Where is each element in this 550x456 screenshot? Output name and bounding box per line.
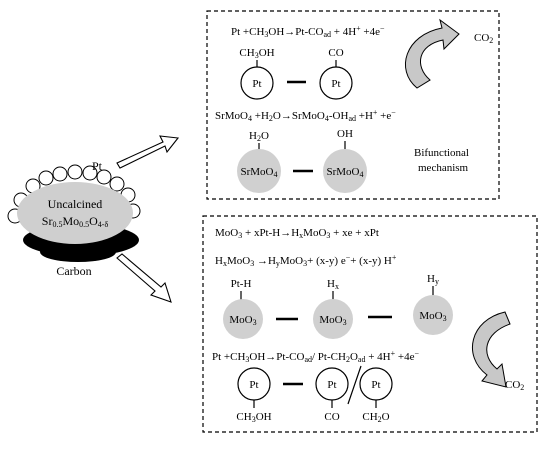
bifunctional-mechanism-box — [206, 10, 500, 200]
moo3-label-b: MoO3 — [319, 314, 346, 327]
mechanism-label-2: mechanism — [418, 162, 469, 174]
co2-label-top: CO2 — [474, 32, 493, 45]
co-label-bottom: CO — [324, 411, 339, 423]
catalyst-particle: Pt Uncalcined Sr0.5Mo0.5O4-δ Carbon — [7, 159, 141, 278]
pt-circle — [240, 66, 274, 100]
slash-divider — [347, 365, 362, 405]
mechanism-label-1: Bifunctional — [414, 147, 469, 159]
srmoo-support — [17, 182, 133, 244]
uncalcined-label: Uncalcined — [48, 197, 103, 211]
pt-nanoparticles — [7, 164, 141, 224]
srmoo4-label-a: SrMoO4 — [240, 166, 277, 179]
srmoo4-circle — [237, 149, 281, 193]
moo3-mechanism-box — [202, 215, 538, 433]
pt-label: Pt — [92, 159, 103, 173]
curved-arrow-bottom — [472, 311, 511, 388]
moo3-circle — [313, 299, 353, 339]
pt-label-e: Pt — [371, 379, 380, 391]
hx-label: Hx — [327, 278, 339, 291]
co2-label-bottom: CO2 — [505, 379, 524, 392]
ch2o-label: CH2O — [362, 411, 389, 424]
pt-circle — [319, 66, 353, 100]
curved-arrow-top — [404, 18, 460, 89]
pt-label-d: Pt — [327, 379, 336, 391]
srmoo4-label-b: SrMoO4 — [326, 166, 363, 179]
arrow-to-bottom-box — [116, 253, 172, 303]
moo3-label-c: MoO3 — [419, 310, 446, 323]
bottom-equation-3: Pt +CH3OH→Pt-COad/ Pt-CH2Oad + 4H+ +4e− — [212, 349, 419, 364]
carbon-support-lower — [40, 242, 116, 262]
pt-label-a: Pt — [252, 78, 261, 90]
bottom-equation-1: MoO3 + xPt-H→HxMoO3 + xe + xPt — [215, 227, 379, 240]
srmoo4-circle — [323, 149, 367, 193]
pt-label-b: Pt — [331, 78, 340, 90]
pt-label-c: Pt — [249, 379, 258, 391]
top-equation-1: Pt +CH3OH→Pt-COad + 4H+ +4e− — [231, 24, 385, 39]
bottom-equation-2: HxMoO3 →HyMoO3+ (x-y) e−+ (x-y) H+ — [215, 253, 397, 268]
moo3-circle — [223, 299, 263, 339]
top-equation-2: SrMoO4 +H2O→SrMoO4-OHad +H+ +e− — [215, 108, 396, 123]
co-label: CO — [328, 47, 343, 59]
h2o-label: H2O — [249, 130, 269, 143]
oh-label: OH — [337, 128, 353, 140]
moo3-label-a: MoO3 — [229, 314, 256, 327]
hy-label: Hy — [427, 273, 439, 286]
carbon-label: Carbon — [56, 264, 91, 278]
moo3-circle — [413, 295, 453, 335]
pt-h-label: Pt-H — [231, 278, 252, 290]
ch3oh-label: CH3OH — [239, 47, 274, 60]
ch3oh-label-bottom: CH3OH — [236, 411, 271, 424]
arrow-to-top-box — [116, 135, 180, 169]
